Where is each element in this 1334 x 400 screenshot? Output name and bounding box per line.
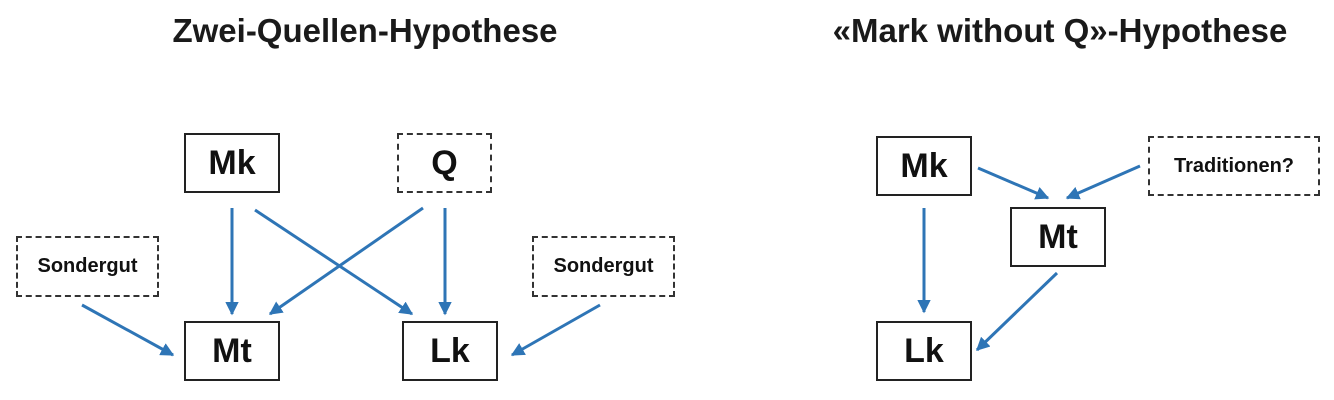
left-diagram-title: Zwei-Quellen-Hypothese bbox=[172, 12, 558, 49]
node-traditionen: Traditionen? bbox=[1148, 136, 1320, 196]
right-diagram-title: «Mark without Q»-Hypothese bbox=[832, 12, 1288, 49]
node-mt: Mt bbox=[184, 321, 280, 381]
node-mk-right: Mk bbox=[876, 136, 972, 196]
arrow-sondergut-to-lk bbox=[510, 303, 601, 357]
node-mt-right: Mt bbox=[1010, 207, 1106, 267]
arrow-sondergut-to-mt bbox=[81, 303, 175, 357]
node-sondergut-right: Sondergut bbox=[532, 236, 675, 297]
arrow-mk-to-mt-right bbox=[977, 166, 1050, 200]
node-mk: Mk bbox=[184, 133, 280, 193]
arrow-traditionen-to-mt bbox=[1065, 164, 1141, 200]
node-lk-right: Lk bbox=[876, 321, 972, 381]
node-q: Q bbox=[397, 133, 492, 193]
arrow-q-to-mt bbox=[268, 206, 424, 316]
node-lk: Lk bbox=[402, 321, 498, 381]
arrow-mk-to-lk bbox=[254, 208, 414, 316]
node-sondergut-left: Sondergut bbox=[16, 236, 159, 297]
arrow-mt-to-lk-right bbox=[975, 271, 1059, 352]
